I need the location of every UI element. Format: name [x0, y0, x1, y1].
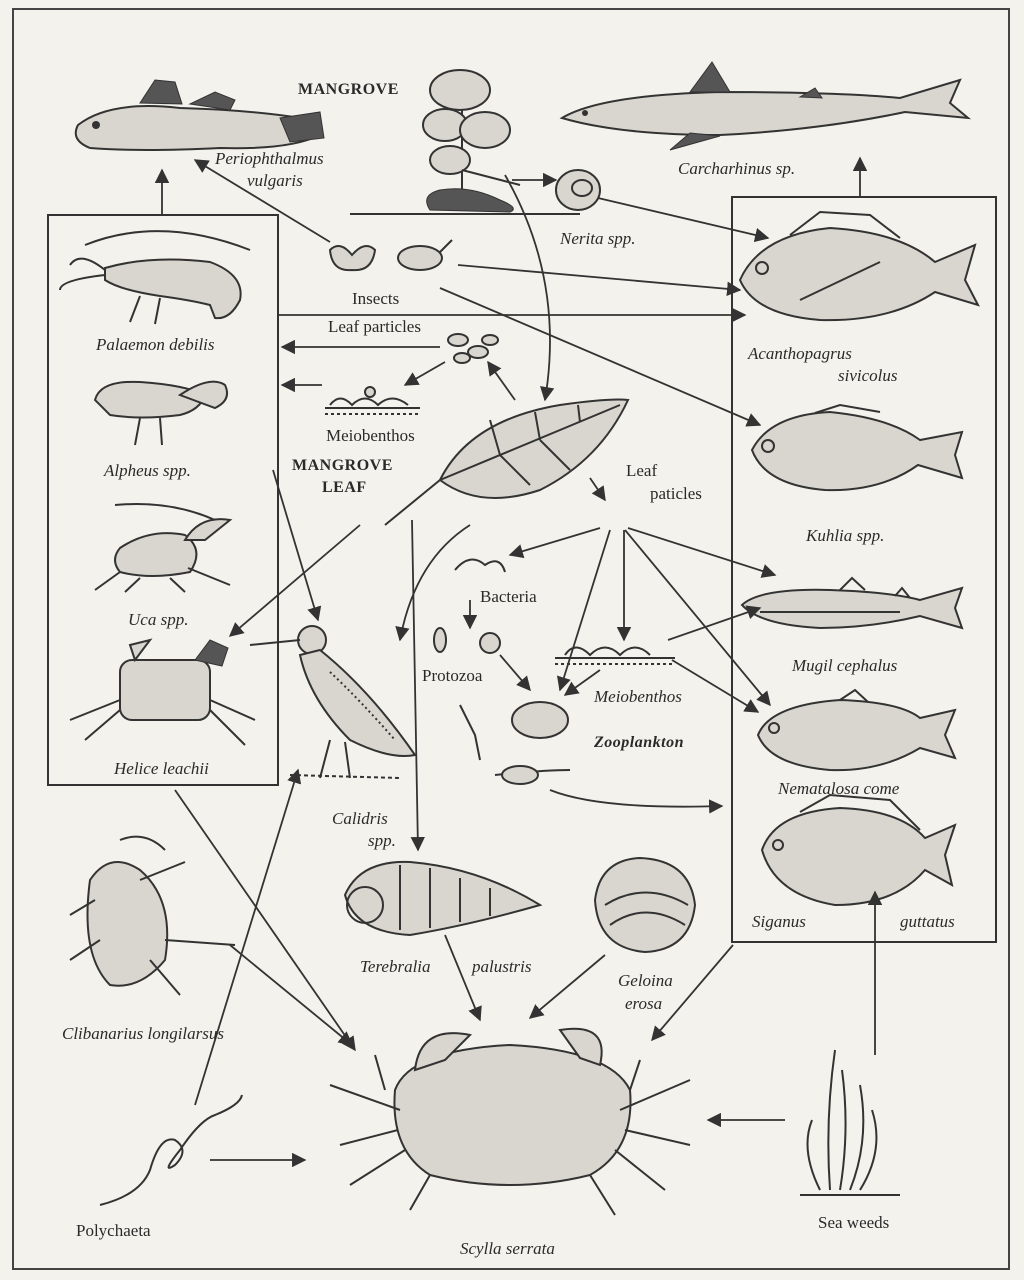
alpheus-drawing — [95, 382, 227, 445]
scylla-drawing — [330, 1029, 690, 1215]
zooplankton-label: Zooplankton — [594, 735, 684, 751]
siganus-drawing — [762, 795, 955, 905]
acanthopagrus-drawing — [740, 212, 978, 320]
meiobenthos-top-drawing — [325, 387, 420, 414]
helice-drawing — [70, 640, 255, 745]
clibanarius-label: Clibanarius longilarsus — [62, 1025, 224, 1042]
insects-drawing — [330, 240, 452, 270]
meiobenthos-mid-label: Meiobenthos — [594, 688, 682, 705]
periophthalmus-drawing — [76, 80, 324, 150]
meiobenthos-top-label: Meiobenthos — [326, 427, 415, 444]
polychaeta-label: Polychaeta — [76, 1222, 151, 1239]
terebralia-drawing — [345, 862, 540, 935]
leaf-particles-top-label: Leaf particles — [328, 318, 421, 335]
kuhlia-label: Kuhlia spp. — [806, 527, 884, 544]
geloina-label: Geloina — [618, 972, 673, 989]
mangrove-leaf-label: MANGROVE — [292, 458, 393, 474]
nerita-drawing — [556, 170, 600, 210]
terebralia-label: Terebralia — [360, 958, 431, 975]
nematalosa-drawing — [758, 690, 955, 770]
polychaeta-drawing — [100, 1095, 242, 1205]
siganus-label: Siganus — [752, 913, 806, 930]
insects-label: Insects — [352, 290, 399, 307]
terebralia-label-b: palustris — [472, 958, 532, 975]
helice-label: Helice leachii — [114, 760, 209, 777]
seaweeds-drawing — [800, 1050, 900, 1195]
protozoa-label: Protozoa — [422, 667, 482, 684]
mangrove-leaf-label-b: LEAF — [322, 480, 367, 496]
mangrove-label: MANGROVE — [298, 82, 399, 98]
mugil-drawing — [742, 578, 962, 628]
calidris-label: Calidris — [332, 810, 388, 827]
mangrove-leaf-drawing — [385, 400, 628, 525]
geloina-drawing — [595, 858, 695, 952]
alpheus-label: Alpheus spp. — [104, 462, 191, 479]
seaweeds-label: Sea weeds — [818, 1214, 889, 1231]
leaf-particles-top-drawing — [448, 334, 498, 363]
leaf-particles-mid-label: Leaf — [626, 462, 657, 479]
geloina-label-b: erosa — [625, 995, 662, 1012]
scylla-label: Scylla serrata — [460, 1240, 555, 1257]
uca-drawing — [95, 504, 230, 592]
bacteria-label: Bacteria — [480, 588, 537, 605]
acanthopagrus-label: Acanthopagrus — [748, 345, 852, 362]
palaemon-label: Palaemon debilis — [96, 336, 215, 353]
carcharhinus-drawing — [562, 62, 968, 150]
kuhlia-drawing — [752, 405, 962, 490]
calidris-label-b: spp. — [368, 832, 396, 849]
periophthalmus-label: Periophthalmus — [215, 150, 324, 167]
clibanarius-drawing — [70, 837, 235, 995]
nematalosa-label: Nematalosa come — [778, 780, 899, 797]
periophthalmus-label-b: vulgaris — [247, 172, 303, 189]
nerita-label: Nerita spp. — [560, 230, 636, 247]
calidris-drawing — [250, 626, 415, 778]
acanthopagrus-label-b: sivicolus — [838, 367, 898, 384]
siganus-label-b: guttatus — [900, 913, 955, 930]
carcharhinus-label: Carcharhinus sp. — [678, 160, 795, 177]
palaemon-drawing — [60, 231, 250, 324]
leaf-particles-mid-label-b: paticles — [650, 485, 702, 502]
mugil-label: Mugil cephalus — [792, 657, 897, 674]
uca-label: Uca spp. — [128, 611, 188, 628]
